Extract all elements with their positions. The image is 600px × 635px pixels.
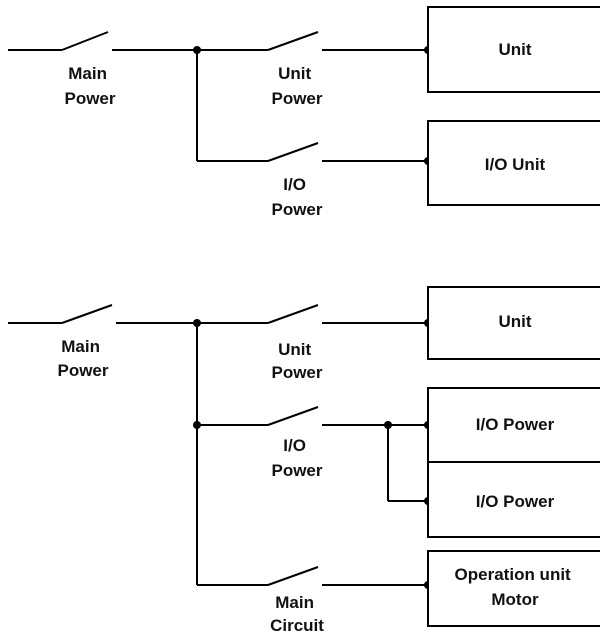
switch-label: Unit Power	[271, 64, 322, 108]
switch-label: Main Circuit	[270, 593, 324, 635]
unit-box	[427, 286, 600, 360]
io-power-switch	[197, 406, 428, 426]
bottom-diagram: Main Power Unit Power I/O Power Main Cir…	[8, 286, 600, 635]
switch-label: Unit Power	[271, 340, 322, 382]
unit-power-switch	[197, 304, 428, 324]
main-circuit-switch	[197, 566, 428, 586]
box-label: Operation unit Motor	[455, 565, 576, 609]
box-label: Unit	[498, 40, 531, 59]
operation-unit-box	[427, 550, 600, 627]
switch-label: Main Power	[57, 337, 108, 380]
switch-label: I/O Power	[271, 436, 322, 480]
switch-label: I/O Power	[271, 175, 322, 219]
unit-box	[427, 6, 600, 93]
io-unit-box	[427, 120, 600, 206]
main-power-switch	[8, 304, 197, 324]
unit-power-switch	[197, 31, 428, 51]
io-power-switch	[197, 142, 428, 162]
box-label: I/O Unit	[485, 155, 546, 174]
switch-label: Main Power	[64, 64, 115, 108]
main-power-switch	[8, 31, 197, 51]
box-label: I/O Power	[476, 415, 555, 434]
box-label: Unit	[498, 312, 531, 331]
box-label: I/O Power	[476, 492, 555, 511]
top-diagram: Main Power Unit Power I/O Power Unit I/O…	[8, 6, 600, 219]
